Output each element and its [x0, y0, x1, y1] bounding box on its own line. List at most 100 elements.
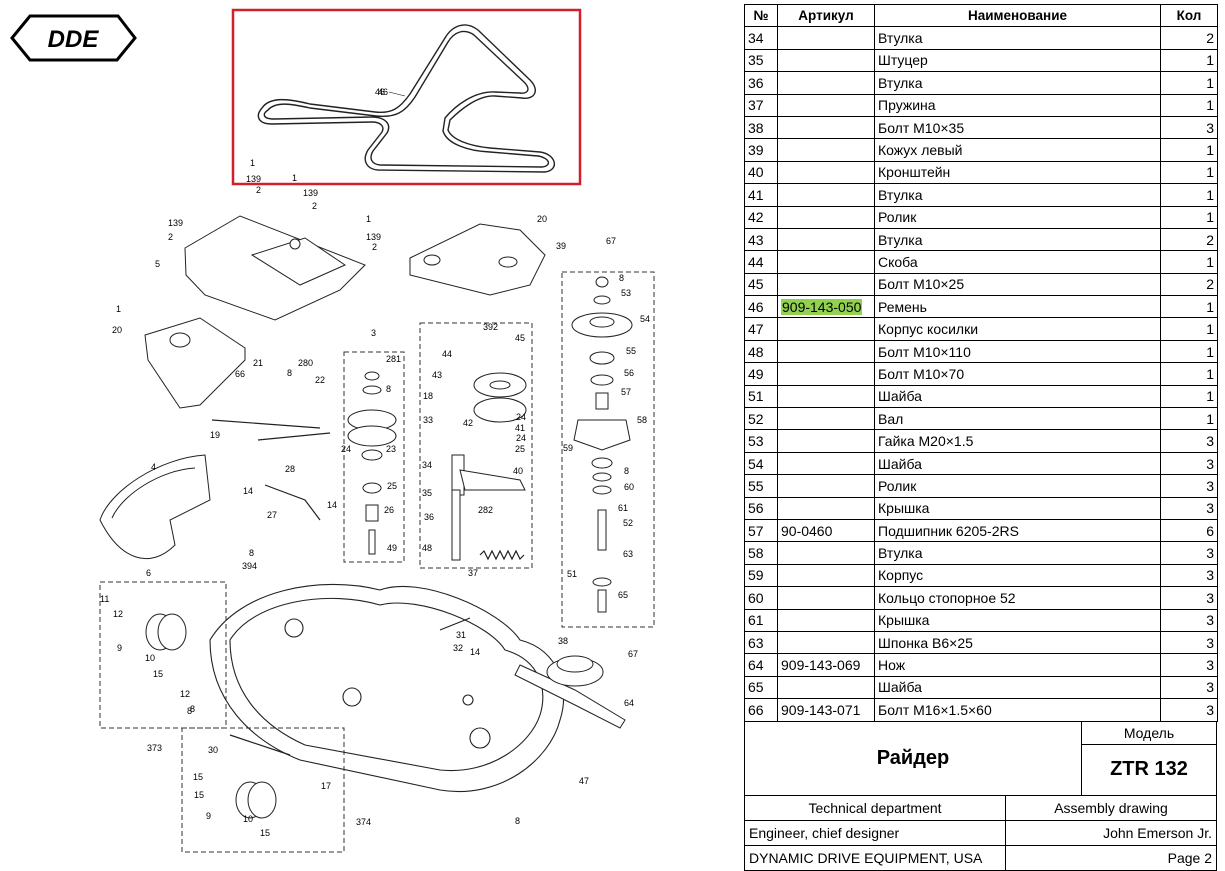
- cell-num: 39: [744, 138, 778, 162]
- cell-name: Болт М10×110: [874, 339, 1161, 364]
- callout-label: 2: [256, 185, 261, 195]
- cell-qty: 1: [1160, 71, 1218, 95]
- callout-label: 35: [422, 488, 432, 498]
- callout-label: 8: [190, 704, 195, 714]
- wheel-group-374-box: [181, 727, 345, 853]
- wheel-part-9-front: [235, 781, 277, 819]
- callout-label: 36: [424, 512, 434, 522]
- cell-name: Крышка: [874, 608, 1161, 632]
- callout-label: 373: [147, 743, 162, 753]
- cell-qty: 6: [1160, 518, 1218, 543]
- belt-highlight-box: [231, 8, 582, 186]
- callout-label: 37: [468, 568, 478, 578]
- cell-num: 55: [744, 474, 778, 498]
- callout-label: 21: [253, 358, 263, 368]
- table-header-row: № Артикул Наименование Кол: [744, 3, 1218, 28]
- cell-name: Ролик: [874, 474, 1161, 498]
- cell-name: Гайка М20×1.5: [874, 429, 1161, 453]
- callout-label: 281: [386, 354, 401, 364]
- cell-num: 66: [744, 698, 778, 722]
- cell-qty: 2: [1160, 272, 1218, 297]
- cell-article: [777, 586, 875, 610]
- callout-label: 57: [621, 387, 631, 397]
- cell-qty: 3: [1160, 563, 1218, 588]
- designer-name: John Emerson Jr.: [1103, 824, 1212, 841]
- cell-article: [777, 429, 875, 453]
- callout-label: 54: [640, 314, 650, 324]
- cell-num: 47: [744, 317, 778, 341]
- callout-label: 139: [366, 232, 381, 242]
- cell-qty: 1: [1160, 48, 1218, 73]
- cell-num: 36: [744, 71, 778, 95]
- callout-label: 61: [618, 503, 628, 513]
- callout-label: 65: [618, 590, 628, 600]
- cell-article: 909-143-050: [777, 295, 875, 319]
- title-block: Райдер Модель ZTR 132 Technical departme…: [744, 721, 1217, 871]
- cell-article: [777, 93, 875, 117]
- cell-qty: 1: [1160, 407, 1218, 431]
- callout-label: 4: [151, 462, 156, 472]
- cell-name: Втулка: [874, 71, 1161, 95]
- callout-label: 19: [210, 430, 220, 440]
- cell-article: [777, 563, 875, 588]
- cell-article: [777, 630, 875, 655]
- callout-label: 9: [206, 811, 211, 821]
- cell-article: [777, 496, 875, 520]
- cell-qty: 2: [1160, 227, 1218, 252]
- cell-name: Втулка: [874, 541, 1161, 565]
- header-article: Артикул: [777, 3, 875, 28]
- callout-label: 15: [260, 828, 270, 838]
- callout-label: 139: [303, 188, 318, 198]
- cell-qty: 1: [1160, 317, 1218, 341]
- cell-qty: 3: [1160, 429, 1218, 453]
- cell-num: 49: [744, 362, 778, 386]
- cell-num: 38: [744, 115, 778, 140]
- cell-article: 90-0460: [777, 518, 875, 543]
- callout-label: 63: [623, 549, 633, 559]
- callout-label: 17: [321, 781, 331, 791]
- drawing-type: Assembly drawing: [1054, 799, 1168, 816]
- callout-label: 3: [371, 328, 376, 338]
- cell-article: [777, 48, 875, 73]
- callout-label: 28: [285, 464, 295, 474]
- cell-qty: 3: [1160, 630, 1218, 655]
- callout-label: 2: [312, 201, 317, 211]
- cell-num: 43: [744, 227, 778, 252]
- cell-qty: 2: [1160, 26, 1218, 50]
- tension-pulley-part-23: [347, 371, 397, 555]
- callout-label: 15: [194, 790, 204, 800]
- cell-article: 909-143-071: [777, 698, 875, 722]
- page-number: Page 2: [1167, 849, 1212, 866]
- cell-qty: 1: [1160, 93, 1218, 117]
- cell-name: Ремень: [874, 295, 1161, 319]
- model-value: ZTR 132: [1110, 758, 1188, 780]
- idler-group-box: [419, 322, 533, 569]
- callout-label: 10: [145, 653, 155, 663]
- callout-label: 56: [624, 368, 634, 378]
- cell-name: Шпонка В6×25: [874, 630, 1161, 655]
- header-qty: Кол: [1160, 3, 1218, 28]
- cell-name: Штуцер: [874, 48, 1161, 73]
- callout-label: 38: [558, 636, 568, 646]
- chute-part-4: [99, 454, 211, 560]
- cell-article: [777, 227, 875, 252]
- company-name: DYNAMIC DRIVE EQUIPMENT, USA: [745, 845, 1006, 870]
- callout-label: 24: [341, 444, 351, 454]
- callout-label: 8: [515, 816, 520, 826]
- callout-label: 280: [298, 358, 313, 368]
- cell-article: [777, 26, 875, 50]
- cell-num: 57: [744, 518, 778, 543]
- callout-label: 394: [242, 561, 257, 571]
- cell-num: 61: [744, 608, 778, 632]
